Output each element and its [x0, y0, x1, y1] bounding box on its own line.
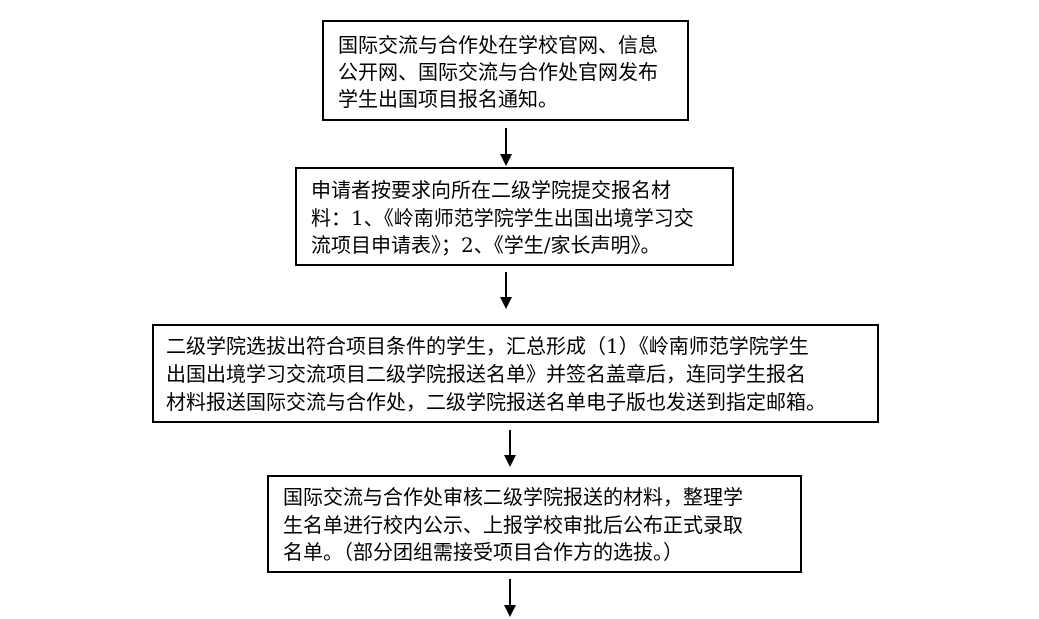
arrow-3: [504, 430, 516, 467]
arrow-1: [500, 128, 512, 166]
step-4-box: 国际交流与合作处审核二级学院报送的材料，整理学 生名单进行校内公示、上报学校审批…: [267, 475, 802, 573]
step-3-line-3: 材料报送国际交流与合作处，二级学院报送名单电子版也发送到指定邮箱。: [166, 390, 826, 414]
step-2-line-2: 料：1、《岭南师范学院学生出国出境学习交: [311, 206, 694, 230]
step-4-line-3: 名单。（部分团组需接受项目合作方的选拔。）: [283, 540, 683, 564]
arrow-2: [500, 272, 512, 309]
step-2-box: 申请者按要求向所在二级学院提交报名材 料：1、《岭南师范学院学生出国出境学习交 …: [295, 167, 734, 266]
step-1-box: 国际交流与合作处在学校官网、信息 公开网、国际交流与合作处官网发布 学生出国项目…: [322, 20, 689, 121]
step-1-line-3: 学生出国项目报名通知。: [338, 87, 558, 111]
step-3-box: 二级学院选拔出符合项目条件的学生，汇总形成（1）《岭南师范学院学生 出国出境学习…: [152, 324, 879, 423]
step-1-line-1: 国际交流与合作处在学校官网、信息: [338, 33, 658, 57]
step-4-line-2: 生名单进行校内公示、上报学校审批后公布正式录取: [283, 513, 743, 537]
step-2-line-3: 流项目申请表》；2、《学生/家长声明》。: [311, 233, 661, 257]
step-4-line-1: 国际交流与合作处审核二级学院报送的材料，整理学: [283, 485, 743, 509]
step-1-line-2: 公开网、国际交流与合作处官网发布: [338, 60, 658, 84]
step-3-line-2: 出国出境学习交流项目二级学院报送名单》并签名盖章后，连同学生报名: [166, 362, 806, 386]
arrow-4: [504, 579, 516, 617]
step-2-line-1: 申请者按要求向所在二级学院提交报名材: [311, 178, 671, 202]
step-3-line-1: 二级学院选拔出符合项目条件的学生，汇总形成（1）《岭南师范学院学生: [166, 334, 809, 358]
